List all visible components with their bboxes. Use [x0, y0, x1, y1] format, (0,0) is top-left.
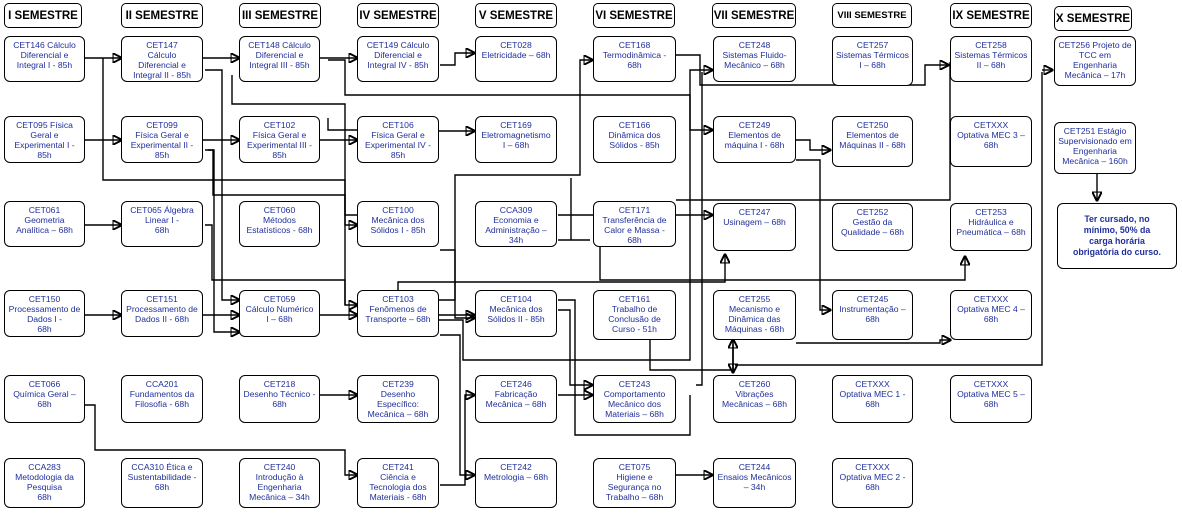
semester-header-2: II SEMESTRE [121, 3, 203, 28]
course-optativa-5: CETXXX Optativa MEC 5 – 68h [950, 375, 1032, 423]
course-cet102: CET102 Física Geral e Experimental III -… [239, 116, 320, 163]
course-cet066: CET066 Química Geral – 68h [4, 375, 85, 423]
course-cet099: CET099 Física Geral e Experimental II - … [121, 116, 203, 163]
course-optativa-1: CETXXX Optativa MEC 1 - 68h [832, 375, 913, 423]
course-cet247: CET247 Usinagem – 68h [713, 203, 796, 251]
course-cet060: CET060 Métodos Estatísticos - 68h [239, 201, 320, 247]
course-cet255: CET255 Mecanismo e Dinâmica das Máquinas… [713, 290, 796, 340]
course-cet251: CET251 Estágio Supervisionado em Engenha… [1054, 122, 1136, 174]
course-optativa-4: CETXXX Optativa MEC 4 – 68h [950, 290, 1032, 340]
course-cet147: CET147 Cálculo Diferencial e Integral II… [121, 36, 203, 82]
requirement-note: Ter cursado, no mínimo, 50% da carga hor… [1057, 203, 1177, 269]
course-cet243: CET243 Comportamento Mecânico dos Materi… [593, 375, 676, 423]
course-cet242: CET242 Metrologia – 68h [475, 458, 557, 508]
semester-header-5: V SEMESTRE [475, 3, 557, 28]
course-cet246: CET246 Fabricação Mecânica – 68h [475, 375, 557, 423]
course-cca201: CCA201 Fundamentos da Filosofia - 68h [121, 375, 203, 423]
course-cca309: CCA309 Economia e Administração – 34h [475, 201, 557, 247]
semester-header-9: IX SEMESTRE [950, 3, 1032, 28]
course-cet100: CET100 Mecânica dos Sólidos I - 85h [357, 201, 439, 247]
course-cet252: CET252 Gestão da Qualidade – 68h [832, 203, 913, 251]
course-cet218: CET218 Desenho Técnico - 68h [239, 375, 320, 423]
course-cet253: CET253 Hidráulica e Pneumática – 68h [950, 203, 1032, 251]
course-cet240: CET240 Introdução à Engenharia Mecânica … [239, 458, 320, 508]
course-cet245: CET245 Instrumentação – 68h [832, 290, 913, 340]
course-optativa-2: CETXXX Optativa MEC 2 - 68h [832, 458, 913, 508]
course-cet260: CET260 Vibrações Mecânicas – 68h [713, 375, 796, 423]
course-cet169: CET169 Eletromagnetismo I – 68h [475, 116, 557, 163]
semester-header-6: VI SEMESTRE [593, 3, 675, 28]
course-cet239: CET239 Desenho Específico: Mecânica – 68… [357, 375, 439, 423]
semester-header-10: X SEMESTRE [1054, 6, 1132, 31]
semester-header-3: III SEMESTRE [239, 3, 321, 28]
course-cca310: CCA310 Ética e Sustentabilidade - 68h [121, 458, 203, 508]
course-cet061: CET061 Geometria Analítica – 68h [4, 201, 85, 247]
course-cet149: CET149 Cálculo Diferencial e Integral IV… [357, 36, 439, 82]
course-cet146: CET146 Cálculo Diferencial e Integral I … [4, 36, 85, 82]
course-cet248: CET248 Sistemas Fluido- Mecânico – 68h [713, 36, 796, 82]
course-cet028: CET028 Eletricidade – 68h [475, 36, 557, 82]
course-cet249: CET249 Elementos de máquina I - 68h [713, 116, 796, 163]
course-cet065: CET065 Álgebra Linear I - 68h [121, 201, 203, 247]
semester-header-1: I SEMESTRE [4, 3, 82, 28]
course-cet150: CET150 Processamento de Dados I - 68h [4, 290, 85, 337]
semester-header-4: IV SEMESTRE [357, 3, 439, 28]
semester-header-7: VII SEMESTRE [712, 3, 796, 28]
course-cet244: CET244 Ensaios Mecânicos – 34h [713, 458, 796, 508]
course-cet095: CET095 Física Geral e Experimental I - 8… [4, 116, 85, 163]
course-cet075: CET075 Higiene e Segurança no Trabalho –… [593, 458, 676, 508]
course-cet151: CET151 Processamento de Dados II - 68h [121, 290, 203, 337]
course-cet258: CET258 Sistemas Térmicos II – 68h [950, 36, 1032, 82]
course-cet161: CET161 Trabalho de Conclusão de Curso - … [593, 290, 676, 340]
course-cet171: CET171 Transferência de Calor e Massa - … [593, 201, 676, 247]
course-cet104: CET104 Mecânica dos Sólidos II - 85h [475, 290, 557, 337]
course-cet148: CET148 Cálculo Diferencial e Integral II… [239, 36, 320, 82]
course-optativa-3: CETXXX Optativa MEC 3 – 68h [950, 116, 1032, 167]
course-cca283: CCA283 Metodologia da Pesquisa 68h [4, 458, 85, 508]
course-cet257: CET257 Sistemas Térmicos I – 68h [832, 36, 913, 86]
course-cet241: CET241 Ciência e Tecnologia dos Materiai… [357, 458, 439, 508]
semester-header-8: VIII SEMESTRE [832, 3, 912, 28]
course-cet106: CET106 Física Geral e Experimental IV - … [357, 116, 439, 163]
course-cet168: CET168 Termodinâmica - 68h [593, 36, 676, 82]
course-cet166: CET166 Dinâmica dos Sólidos - 85h [593, 116, 676, 163]
course-cet256: CET256 Projeto de TCC em Engenharia Mecâ… [1054, 36, 1136, 86]
course-cet250: CET250 Elementos de Máquinas II - 68h [832, 116, 913, 167]
course-cet103: CET103 Fenômenos de Transporte – 68h [357, 290, 439, 337]
course-cet059: CET059 Cálculo Numérico I – 68h [239, 290, 320, 337]
